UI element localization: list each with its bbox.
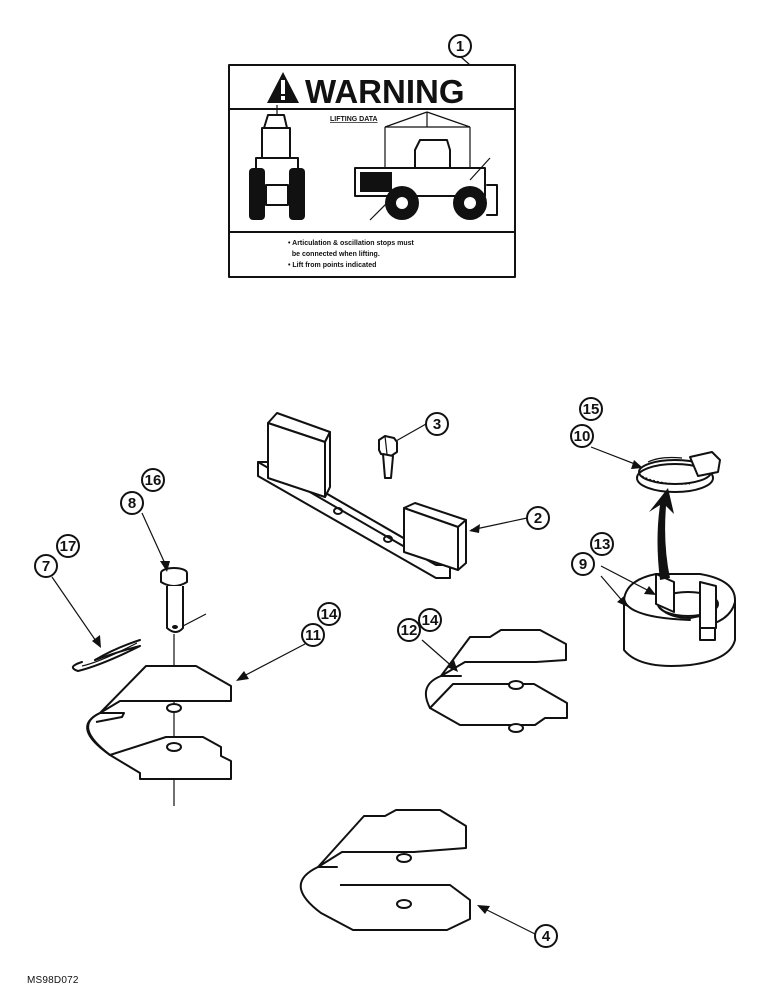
callout-2: 2 <box>526 506 550 530</box>
callout-15: 15 <box>579 397 603 421</box>
callout-13-label: 13 <box>594 536 611 553</box>
callout-2-label: 2 <box>534 510 542 527</box>
decal-note-3: • Lift from points indicated <box>288 262 376 269</box>
callout-11-label: 11 <box>305 627 321 644</box>
callout-4-label: 4 <box>542 928 551 945</box>
callout-1-label: 1 <box>456 38 464 55</box>
callout-7: 7 <box>34 554 58 578</box>
part-hose-clamp <box>636 451 721 493</box>
callout-14-right: 14 <box>418 608 442 632</box>
callout-13: 13 <box>590 532 614 556</box>
part-split-collar <box>623 573 736 667</box>
callout-9-label: 9 <box>579 556 587 573</box>
callout-3: 3 <box>425 412 449 436</box>
warning-decal: WARNING LIFTING DATA <box>228 64 516 278</box>
decal-note-1: • Articulation & oscillation stops must <box>288 240 415 247</box>
callout-1: 1 <box>448 34 472 58</box>
decal-subheading: LIFTING DATA <box>330 116 378 123</box>
part-hair-pin-clip <box>71 639 141 672</box>
callout-8-label: 8 <box>128 495 136 512</box>
callout-12-label: 12 <box>401 622 418 639</box>
part-stop-bracket <box>257 412 467 579</box>
callout-9: 9 <box>571 552 595 576</box>
callout-3-label: 3 <box>433 416 441 433</box>
leader-lines <box>51 56 656 936</box>
callout-16-label: 16 <box>145 472 162 489</box>
part-bolt <box>378 435 398 479</box>
tractor-rear-view-illustration <box>249 105 305 220</box>
part-bracket-4 <box>299 809 471 931</box>
callout-16: 16 <box>141 468 165 492</box>
callout-4: 4 <box>534 924 558 948</box>
callout-8: 8 <box>120 491 144 515</box>
callout-10-label: 10 <box>574 428 591 445</box>
callout-14-left-label: 14 <box>321 606 338 623</box>
part-clevis-pin <box>160 567 207 633</box>
callout-17-label: 17 <box>60 538 77 555</box>
tractor-side-view-illustration <box>354 111 498 221</box>
warning-triangle-icon <box>267 72 299 103</box>
install-direction-arrow <box>649 488 674 580</box>
callout-7-label: 7 <box>42 558 50 575</box>
callout-17: 17 <box>56 534 80 558</box>
drawing-code: MS98D072 <box>27 975 79 986</box>
callout-15-label: 15 <box>583 401 600 418</box>
part-bracket-11 <box>86 665 232 780</box>
callout-10: 10 <box>570 424 594 448</box>
callout-14-left: 14 <box>317 602 341 626</box>
decal-heading: WARNING <box>305 73 465 110</box>
callout-14-right-label: 14 <box>422 612 439 629</box>
callout-12: 12 <box>397 618 421 642</box>
part-bracket-12 <box>424 629 568 733</box>
callout-11: 11 <box>301 623 325 647</box>
decal-note-2: be connected when lifting. <box>288 251 380 258</box>
